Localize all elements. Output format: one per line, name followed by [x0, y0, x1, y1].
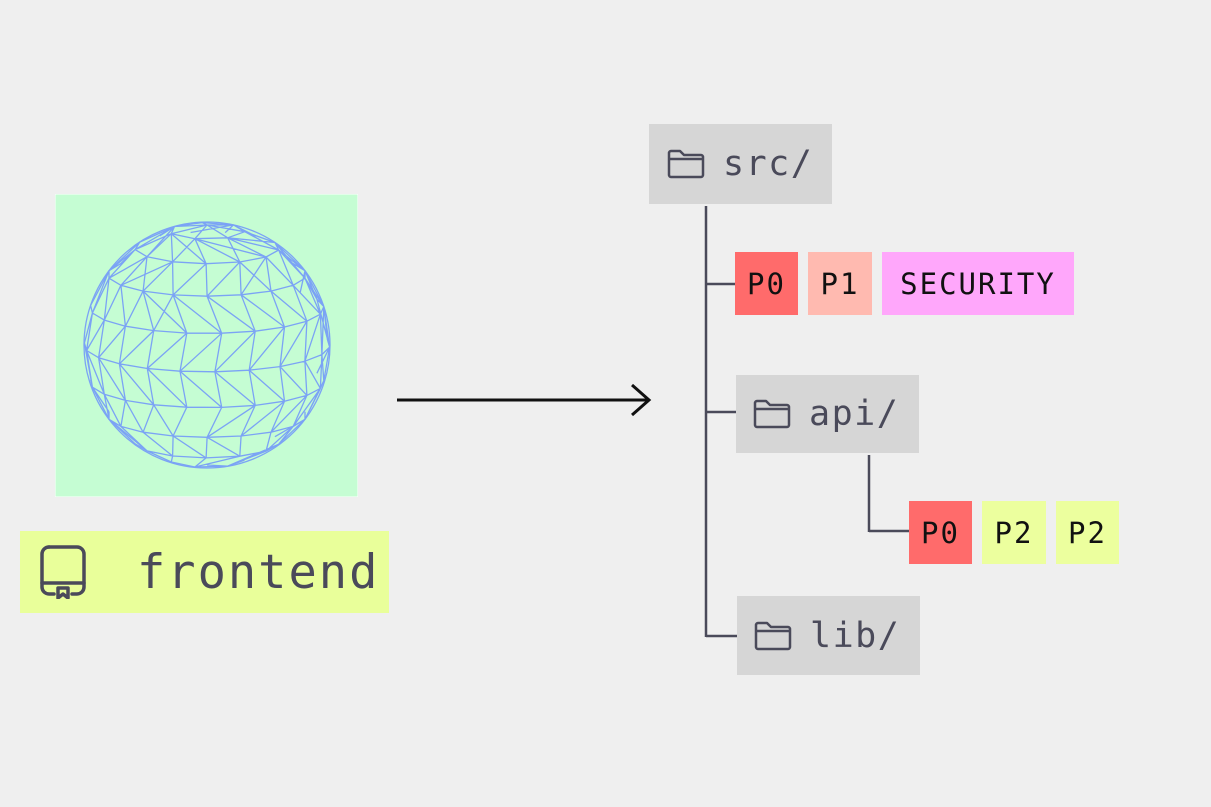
sphere-image	[54, 193, 359, 498]
repo-name: frontend	[137, 544, 380, 600]
folder-icon	[753, 399, 791, 429]
sphere-outline	[83, 221, 331, 469]
tag-p2: P2	[982, 501, 1046, 564]
folder-name: lib/	[810, 615, 901, 656]
folder-icon	[667, 149, 705, 179]
folder-name: api/	[809, 394, 900, 434]
folder-src[interactable]: src/	[649, 124, 832, 204]
repo-label: frontend	[20, 531, 389, 613]
folder-api[interactable]: api/	[736, 375, 919, 453]
tag-p1: P1	[808, 252, 872, 315]
tag-p0: P0	[909, 501, 972, 564]
folder-lib[interactable]: lib/	[737, 596, 920, 675]
tag-p0: P0	[735, 252, 798, 315]
folder-icon	[754, 621, 792, 651]
repo-icon	[40, 545, 86, 599]
tag-security: SECURITY	[882, 252, 1074, 315]
tag-p2: P2	[1056, 501, 1119, 564]
folder-name: src/	[723, 144, 814, 184]
sphere-wireframe	[83, 221, 331, 468]
